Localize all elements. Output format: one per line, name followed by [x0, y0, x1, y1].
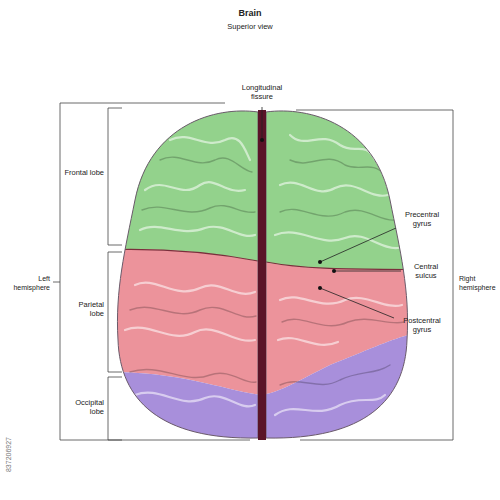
- central-sulcus-leader: [334, 271, 401, 272]
- watermark: 837206927: [4, 425, 13, 485]
- leader-dot: [318, 260, 322, 264]
- lobe-label: Frontal lobe: [64, 168, 104, 177]
- central-sulcus-line: [266, 262, 430, 270]
- leader-dot: [318, 286, 322, 290]
- leader-dot: [332, 269, 336, 273]
- occipital-bracket: [108, 377, 122, 440]
- structure-label: Longitudinal fissure: [230, 83, 294, 101]
- parietal-bracket: [108, 252, 122, 372]
- leader-lines: [262, 107, 401, 318]
- postcentral-leader: [320, 288, 394, 318]
- lobe-label: Occipital lobe: [64, 398, 104, 416]
- leader-dots: [260, 138, 336, 290]
- lobe-label: Parietal lobe: [64, 300, 104, 318]
- precentral-leader: [320, 228, 396, 262]
- hemisphere-outline: [266, 111, 408, 438]
- structure-label: Precentral gyrus: [398, 210, 446, 228]
- gyri-shadows: [130, 157, 404, 385]
- left-hemisphere-tick: [53, 282, 60, 283]
- title: Brain: [200, 8, 300, 19]
- hemisphere-outline: [117, 111, 258, 438]
- hemisphere-label: Right hemisphere: [459, 274, 499, 292]
- lobes: [100, 90, 430, 460]
- structure-label: Central sulcus: [404, 262, 448, 280]
- structure-label: Postcentral gyrus: [396, 316, 448, 334]
- left-hemisphere-bracket: [60, 103, 250, 440]
- fissure-leader: [262, 107, 263, 140]
- right-hemisphere-bracket: [296, 110, 453, 440]
- hemisphere-label: Left hemisphere: [4, 274, 50, 292]
- subtitle: Superior view: [200, 22, 300, 31]
- leader-dot: [260, 138, 264, 142]
- frontal-bracket: [108, 108, 122, 245]
- longitudinal-fissure: [258, 110, 266, 440]
- brackets: [53, 103, 453, 440]
